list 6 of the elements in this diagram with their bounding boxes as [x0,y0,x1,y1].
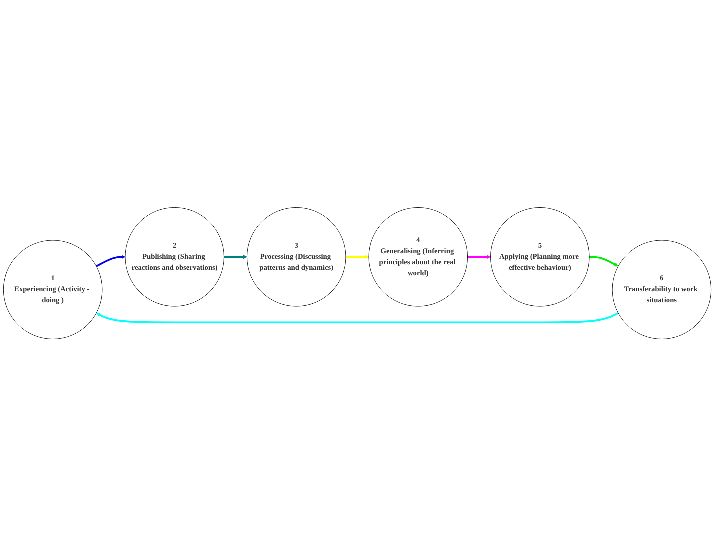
arrow [96,255,126,268]
arrow [468,255,491,260]
arrow [224,255,248,260]
arrow [590,256,619,267]
arrow [96,312,619,324]
arrow [346,255,370,260]
